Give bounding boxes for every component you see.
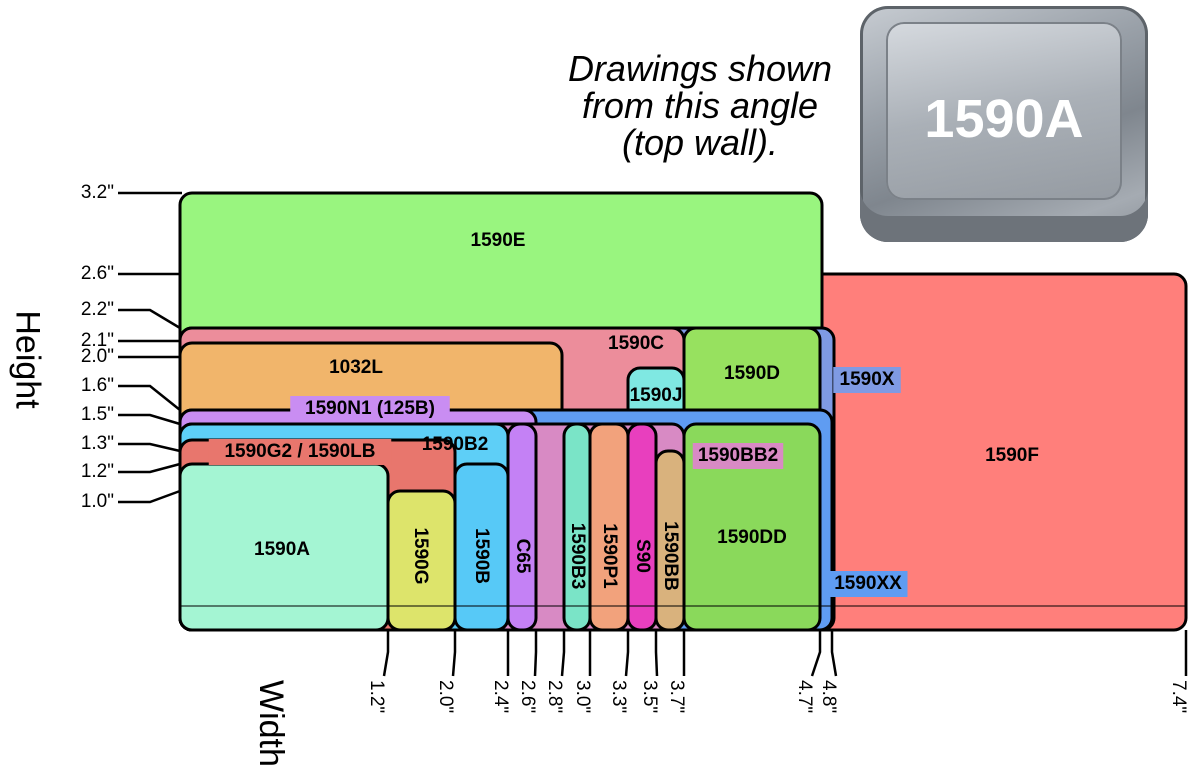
width-leader-0 — [382, 630, 390, 677]
height-tick-9: 1.0" — [81, 491, 114, 512]
width-tick-8: 3.7" — [666, 680, 687, 713]
label-1590n1-125b: 1590N1 (125B) — [305, 398, 435, 419]
caption: Drawings shown from this angle (top wall… — [520, 50, 880, 161]
label-1590bb: 1590BB — [660, 521, 681, 591]
label-1590b2: 1590B2 — [422, 434, 489, 455]
label-bg-1590n1-125b — [290, 396, 450, 422]
width-leader-1 — [451, 630, 457, 677]
height-tick-5: 1.6" — [81, 375, 114, 396]
caption-line-1: Drawings shown — [567, 48, 833, 89]
width-leader-9 — [810, 630, 822, 677]
label-1590p1: 1590P1 — [599, 523, 620, 589]
height-leader-9 — [118, 489, 181, 504]
height-leader-5 — [118, 384, 181, 411]
box-1590bb — [654, 449, 686, 632]
height-tick-3: 2.1" — [81, 330, 114, 351]
height-tick-0: 3.2" — [81, 182, 114, 203]
box-s90 — [626, 422, 658, 632]
label-bg-1590g2-1590lb — [208, 439, 392, 465]
height-leader-6 — [118, 413, 181, 426]
height-leader-2 — [118, 308, 181, 330]
width-tick-6: 3.3" — [608, 680, 629, 713]
width-leader-6 — [624, 630, 630, 677]
width-tick-4: 2.8" — [544, 680, 565, 713]
label-1590g: 1590G — [410, 527, 431, 584]
label-bg-1590x — [833, 367, 901, 393]
height-leader-8 — [118, 462, 181, 474]
label-1590d: 1590D — [724, 363, 780, 384]
size-chart: 1590F 1590E 1590X 1590C 1590D 1032L 1590J 1590X… — [81, 182, 1189, 713]
label-1590j: 1590J — [630, 385, 683, 406]
width-leader-7 — [654, 630, 659, 677]
label-bg-1590bb2 — [692, 443, 784, 469]
photo-label: 1590A — [924, 89, 1084, 149]
width-tick-2: 2.4" — [490, 680, 511, 713]
height-leader-7 — [118, 442, 181, 453]
label-1590b3: 1590B3 — [567, 523, 588, 590]
label-1590f: 1590F — [985, 445, 1039, 466]
width-leader-10 — [830, 630, 838, 677]
height-axis-label: Height — [8, 310, 47, 409]
width-leader-4 — [560, 630, 566, 677]
enclosure-photo: 1590A — [860, 6, 1148, 242]
caption-line-2: from this angle — [581, 85, 819, 126]
label-bg-1590xx — [828, 571, 908, 597]
label-s90: S90 — [632, 539, 653, 573]
width-tick-10: 4.8" — [818, 680, 839, 713]
width-tick-7: 3.5" — [639, 680, 660, 713]
height-tick-2: 2.2" — [81, 299, 114, 320]
height-tick-4: 2.0" — [81, 346, 114, 367]
label-1590dd: 1590DD — [717, 527, 787, 548]
width-tick-5: 3.0" — [572, 680, 593, 713]
label-1590a: 1590A — [254, 539, 310, 560]
label-1590b: 1590B — [471, 528, 492, 584]
label-1590e: 1590E — [471, 230, 526, 251]
box-c65 — [506, 422, 538, 632]
height-tick-7: 1.3" — [81, 433, 114, 454]
label-1590xx: 1590XX — [834, 573, 902, 594]
label-c65: C65 — [512, 539, 533, 574]
width-tick-9: 4.7" — [794, 680, 815, 713]
height-tick-6: 1.5" — [81, 404, 114, 425]
height-tick-1: 2.6" — [81, 263, 114, 284]
label-1590bb2: 1590BB2 — [698, 445, 778, 466]
label-1032l: 1032L — [329, 357, 383, 378]
width-axis-label: Width — [252, 680, 290, 767]
label-1590c: 1590C — [608, 333, 664, 354]
width-tick-1: 2.0" — [435, 680, 456, 713]
height-tick-8: 1.2" — [81, 461, 114, 482]
width-leader-3 — [533, 630, 538, 677]
enclosure-lid — [886, 22, 1122, 200]
width-tick-11: 7.4" — [1168, 680, 1189, 713]
diagram: Drawings shown from this angle (top wall… — [8, 6, 1189, 767]
width-tick-3: 2.6" — [517, 680, 538, 713]
label-1590g2-1590lb: 1590G2 / 1590LB — [224, 441, 375, 462]
label-1590x: 1590X — [840, 369, 895, 390]
caption-line-3: (top wall). — [621, 122, 779, 163]
width-tick-0: 1.2" — [366, 680, 387, 713]
